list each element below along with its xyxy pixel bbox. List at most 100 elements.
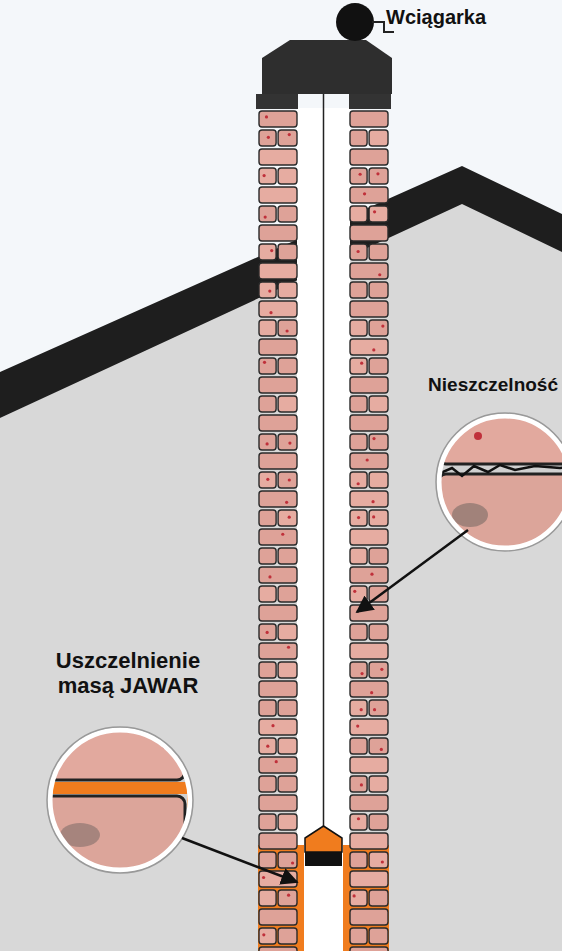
sealant-lining-left <box>297 845 304 951</box>
brick-spot <box>360 783 363 786</box>
brick <box>278 776 297 792</box>
brick <box>350 529 388 545</box>
brick-spot <box>263 361 266 364</box>
brick-spot <box>287 894 290 897</box>
brick <box>259 225 297 241</box>
brick <box>259 491 297 507</box>
callout-circle <box>436 413 562 551</box>
brick-spot <box>281 533 284 536</box>
brick <box>259 396 276 412</box>
brick <box>350 738 367 754</box>
brick <box>350 320 367 336</box>
brick <box>350 947 388 951</box>
brick <box>350 700 367 716</box>
callout-circle <box>47 727 193 873</box>
brick-spot <box>359 173 362 176</box>
brick-spot <box>381 325 384 328</box>
brick <box>259 282 276 298</box>
brick <box>259 852 276 868</box>
brick <box>259 662 276 678</box>
brick-spot <box>381 860 384 863</box>
brick <box>350 472 367 488</box>
seal-label: Uszczelnienie masą JAWAR <box>38 648 218 699</box>
brick <box>369 434 388 450</box>
brick <box>350 662 367 678</box>
brick-spot <box>380 668 383 671</box>
brick <box>350 833 388 849</box>
brick <box>278 624 297 640</box>
brick <box>259 624 276 640</box>
brick <box>350 434 367 450</box>
brick-spot <box>356 725 359 728</box>
brick <box>278 320 297 336</box>
brick <box>259 320 276 336</box>
brick <box>350 168 367 184</box>
brick <box>369 320 388 336</box>
brick <box>369 358 388 374</box>
brick-spot <box>357 817 360 820</box>
brick-spot <box>372 437 375 440</box>
brick-spot <box>370 691 373 694</box>
brick-spot <box>269 311 272 314</box>
brick <box>369 548 388 564</box>
brick-spot <box>360 672 363 675</box>
brick <box>350 586 367 602</box>
brick <box>259 700 276 716</box>
brick-spot <box>353 894 356 897</box>
brick <box>259 586 276 602</box>
brick <box>350 491 388 507</box>
brick <box>369 206 388 222</box>
brick <box>350 852 367 868</box>
brick <box>369 244 388 260</box>
brick-spot <box>376 172 379 175</box>
brick <box>369 776 388 792</box>
brick-spot <box>266 442 269 445</box>
brick-spot <box>363 192 366 195</box>
brick <box>369 852 388 868</box>
brick <box>259 605 297 621</box>
brick <box>350 377 388 393</box>
brick-spot <box>360 362 363 365</box>
brick <box>278 662 297 678</box>
brick <box>350 871 388 887</box>
brick <box>369 928 388 944</box>
brick <box>350 149 388 165</box>
brick <box>259 529 297 545</box>
brick <box>278 852 297 868</box>
brick <box>259 814 276 830</box>
brick <box>259 947 297 951</box>
brick <box>350 396 367 412</box>
brick <box>350 453 388 469</box>
brick-spot <box>266 478 269 481</box>
brick-spot <box>285 329 288 332</box>
brick <box>259 130 276 146</box>
brick <box>259 187 297 203</box>
brick <box>259 890 276 906</box>
brick <box>259 928 276 944</box>
brick <box>278 814 297 830</box>
chimney-cap <box>256 94 298 109</box>
brick-spot <box>371 500 374 503</box>
brick <box>350 776 367 792</box>
brick <box>369 814 388 830</box>
sealing-head <box>305 826 342 852</box>
brick <box>350 130 367 146</box>
brick-spot <box>262 174 265 177</box>
brick-spot <box>353 590 356 593</box>
brick <box>369 662 388 678</box>
brick-spot <box>266 631 269 634</box>
leader-arrow <box>357 530 468 612</box>
sealant-right <box>349 845 389 951</box>
brick <box>350 890 367 906</box>
brick <box>278 168 297 184</box>
chimney-cap <box>349 94 391 109</box>
brick <box>259 415 297 431</box>
brick <box>278 548 297 564</box>
brick <box>350 909 388 925</box>
brick <box>278 206 297 222</box>
leak-zoom <box>430 400 562 560</box>
brick <box>259 795 297 811</box>
brick <box>259 738 276 754</box>
brick <box>259 339 297 355</box>
